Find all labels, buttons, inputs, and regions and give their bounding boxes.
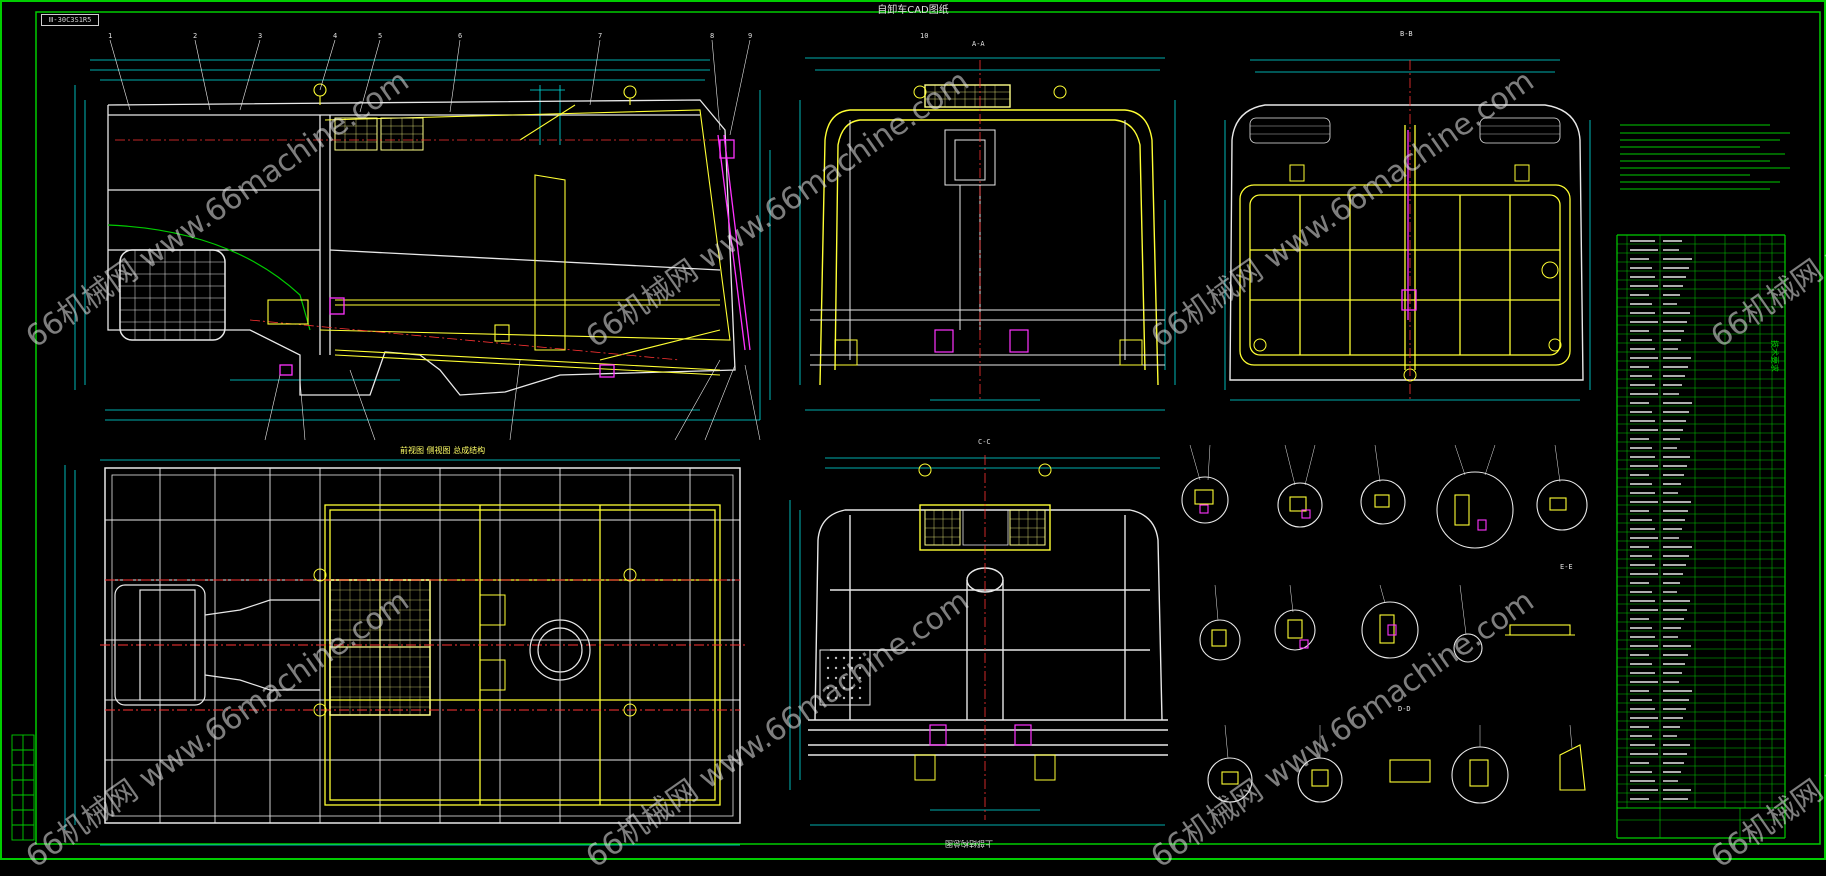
section-mark-a: A-A — [972, 40, 985, 48]
detail-label: 10 — [920, 32, 929, 40]
detail-label: 1 — [108, 32, 113, 40]
detail-label: 2 — [193, 32, 198, 40]
section-mark-c: C-C — [978, 438, 991, 446]
tech-notes — [1620, 124, 1790, 190]
detail-label: 9 — [748, 32, 753, 40]
side-grille — [119, 249, 226, 341]
detail-label: 3 — [258, 32, 263, 40]
drawing-title: 自卸车CAD图纸 — [877, 5, 949, 16]
front-c-grille — [819, 649, 871, 706]
detail-label: 4 — [333, 32, 338, 40]
inner-border — [35, 11, 1821, 845]
plan-view — [64, 459, 745, 846]
bottom-caption: 上部结构总图 — [945, 839, 993, 848]
detail-label: 5 — [378, 32, 383, 40]
detail-label: 6 — [458, 32, 463, 40]
drawing-tag: Ⅲ-30C3S1R5 — [41, 14, 99, 26]
front-a-mesh — [924, 84, 1011, 108]
side-mesh — [334, 117, 424, 151]
section-mark-e: E-E — [1560, 563, 1573, 571]
section-mark-d: D-D — [1398, 705, 1411, 713]
parts-table — [1616, 234, 1786, 839]
plan-mesh — [329, 579, 431, 716]
detail-label: 8 — [710, 32, 715, 40]
rear-view-b — [1224, 59, 1591, 401]
rotated-side-text: 技术要求 — [1770, 340, 1779, 372]
left-title-block — [11, 734, 35, 841]
detail-label: 7 — [598, 32, 603, 40]
side-view-caption: 前视图 侧视图 总成结构 — [400, 446, 486, 455]
detail-views — [1181, 444, 1588, 804]
side-view — [74, 39, 771, 441]
section-mark-b: B-B — [1400, 30, 1413, 38]
front-view-c — [789, 455, 1168, 826]
front-view-a — [799, 57, 1176, 411]
